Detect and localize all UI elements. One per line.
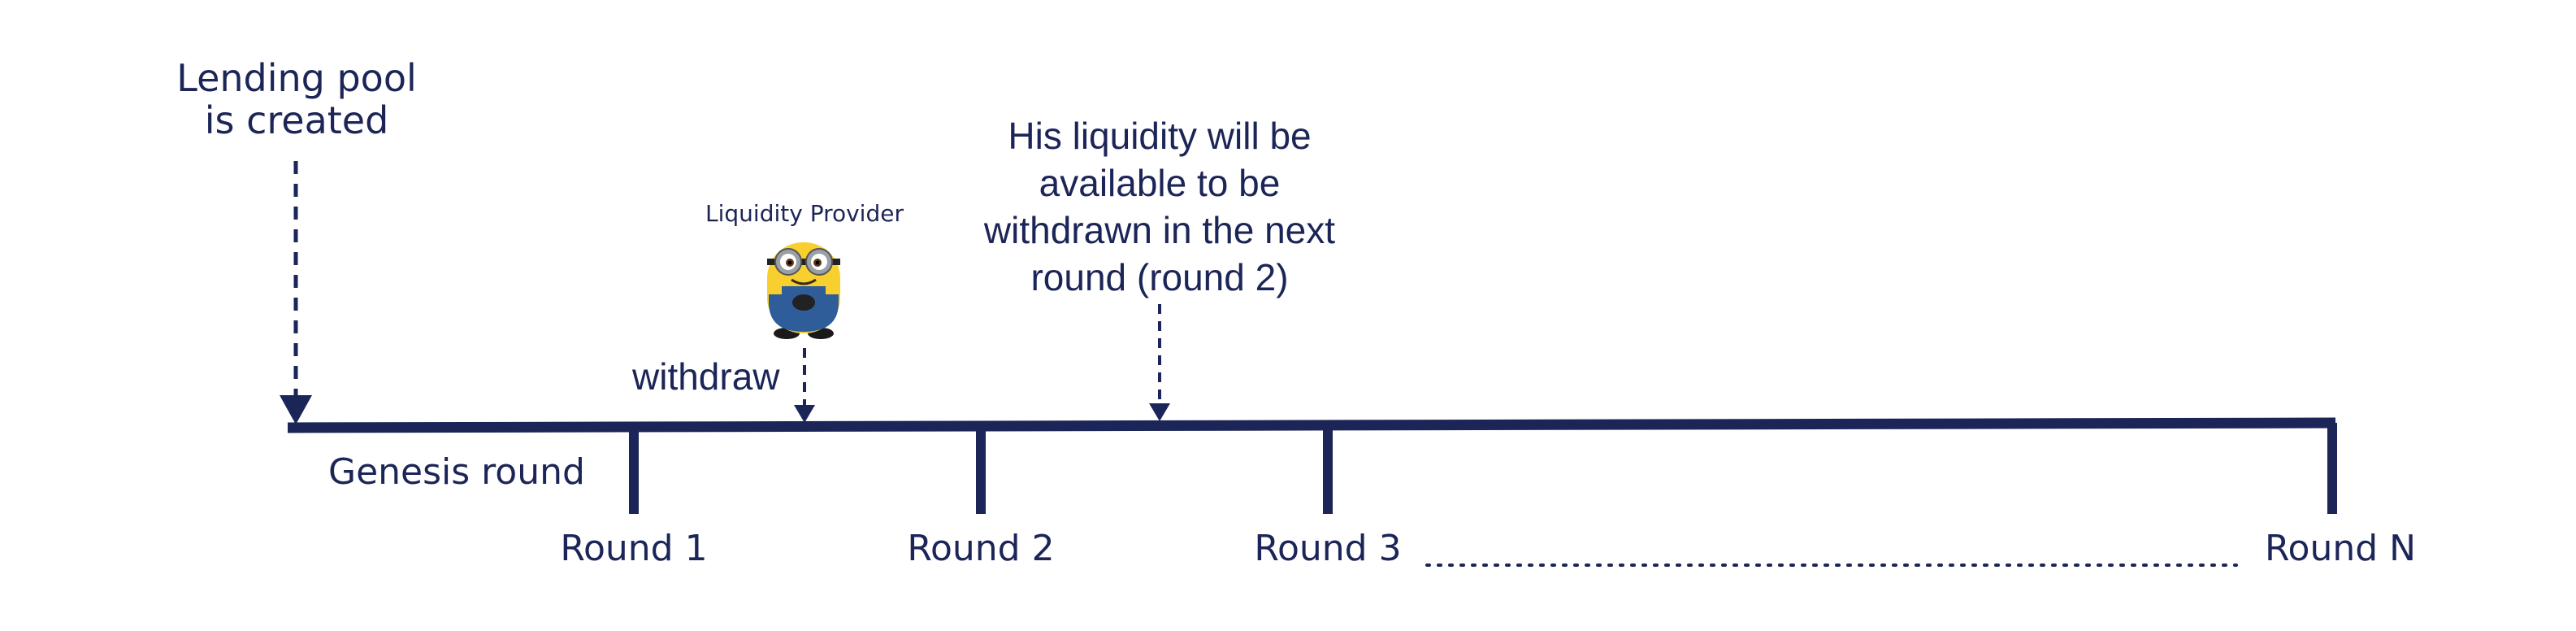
lending-pool-label: Lending pool is created xyxy=(163,57,431,141)
ellipsis-text: ………………………………………………………………………… xyxy=(1427,545,2236,546)
lending-pool-line-2: is created xyxy=(204,98,389,142)
timeline-axis xyxy=(287,417,2336,433)
withdraw-label: withdraw xyxy=(632,355,780,398)
liquidity-note-line-2: available to be xyxy=(1039,162,1281,204)
liquidity-note-line-4: round (round 2) xyxy=(1030,256,1289,298)
round-1-label: Round 1 xyxy=(560,528,708,569)
genesis-round-label: Genesis round xyxy=(328,451,585,493)
liquidity-note-line-1: His liquidity will be xyxy=(1008,115,1312,157)
round-n-label: Round N xyxy=(2264,528,2417,569)
lending-pool-line-1: Lending pool xyxy=(176,56,417,100)
withdraw-arrowhead xyxy=(794,405,815,423)
liquidity-availability-note: His liquidity will be available to be wi… xyxy=(947,112,1373,301)
minion-icon xyxy=(767,242,840,339)
liquidity-available-arrowhead xyxy=(1149,403,1170,421)
liquidity-note-line-3: withdrawn in the next xyxy=(983,209,1336,251)
liquidity-provider-label: Liquidity Provider xyxy=(705,200,904,227)
round-2-label: Round 2 xyxy=(907,528,1055,569)
pool-created-arrowhead xyxy=(280,395,312,424)
round-3-label: Round 3 xyxy=(1254,528,1402,569)
